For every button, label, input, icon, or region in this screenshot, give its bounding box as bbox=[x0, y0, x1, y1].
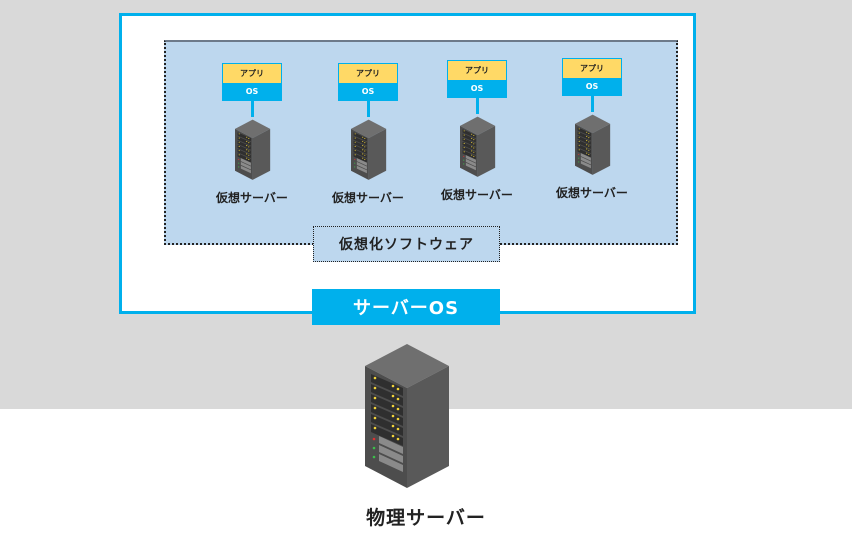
app-layer: アプリ bbox=[448, 61, 506, 80]
server-rack-icon bbox=[351, 119, 387, 180]
connector-line bbox=[367, 101, 370, 117]
app-layer: アプリ bbox=[223, 64, 281, 83]
virtual-server-caption: 仮想サーバー bbox=[556, 186, 628, 200]
connector-line bbox=[476, 98, 479, 114]
physical-server-icon bbox=[365, 344, 449, 488]
os-layer: OS bbox=[563, 78, 621, 95]
virtualization-software-label: 仮想化ソフトウェア bbox=[313, 226, 500, 262]
os-layer: OS bbox=[223, 83, 281, 100]
server-os-label: サーバーOS bbox=[312, 289, 500, 325]
server-side bbox=[407, 366, 449, 488]
physical-server-caption: 物理サーバー bbox=[366, 507, 486, 529]
virtual-server-caption: 仮想サーバー bbox=[216, 191, 288, 205]
virtual-server-caption: 仮想サーバー bbox=[441, 188, 513, 202]
connector-line bbox=[591, 96, 594, 112]
app-layer: アプリ bbox=[563, 59, 621, 78]
connector-line bbox=[251, 101, 254, 117]
virtual-server-caption: 仮想サーバー bbox=[332, 191, 404, 205]
os-layer: OS bbox=[339, 83, 397, 100]
server-rack-icon bbox=[235, 119, 271, 180]
server-rack-icon bbox=[460, 116, 496, 177]
os-layer: OS bbox=[448, 80, 506, 97]
app-layer: アプリ bbox=[339, 64, 397, 83]
server-rack-icon bbox=[575, 114, 611, 175]
